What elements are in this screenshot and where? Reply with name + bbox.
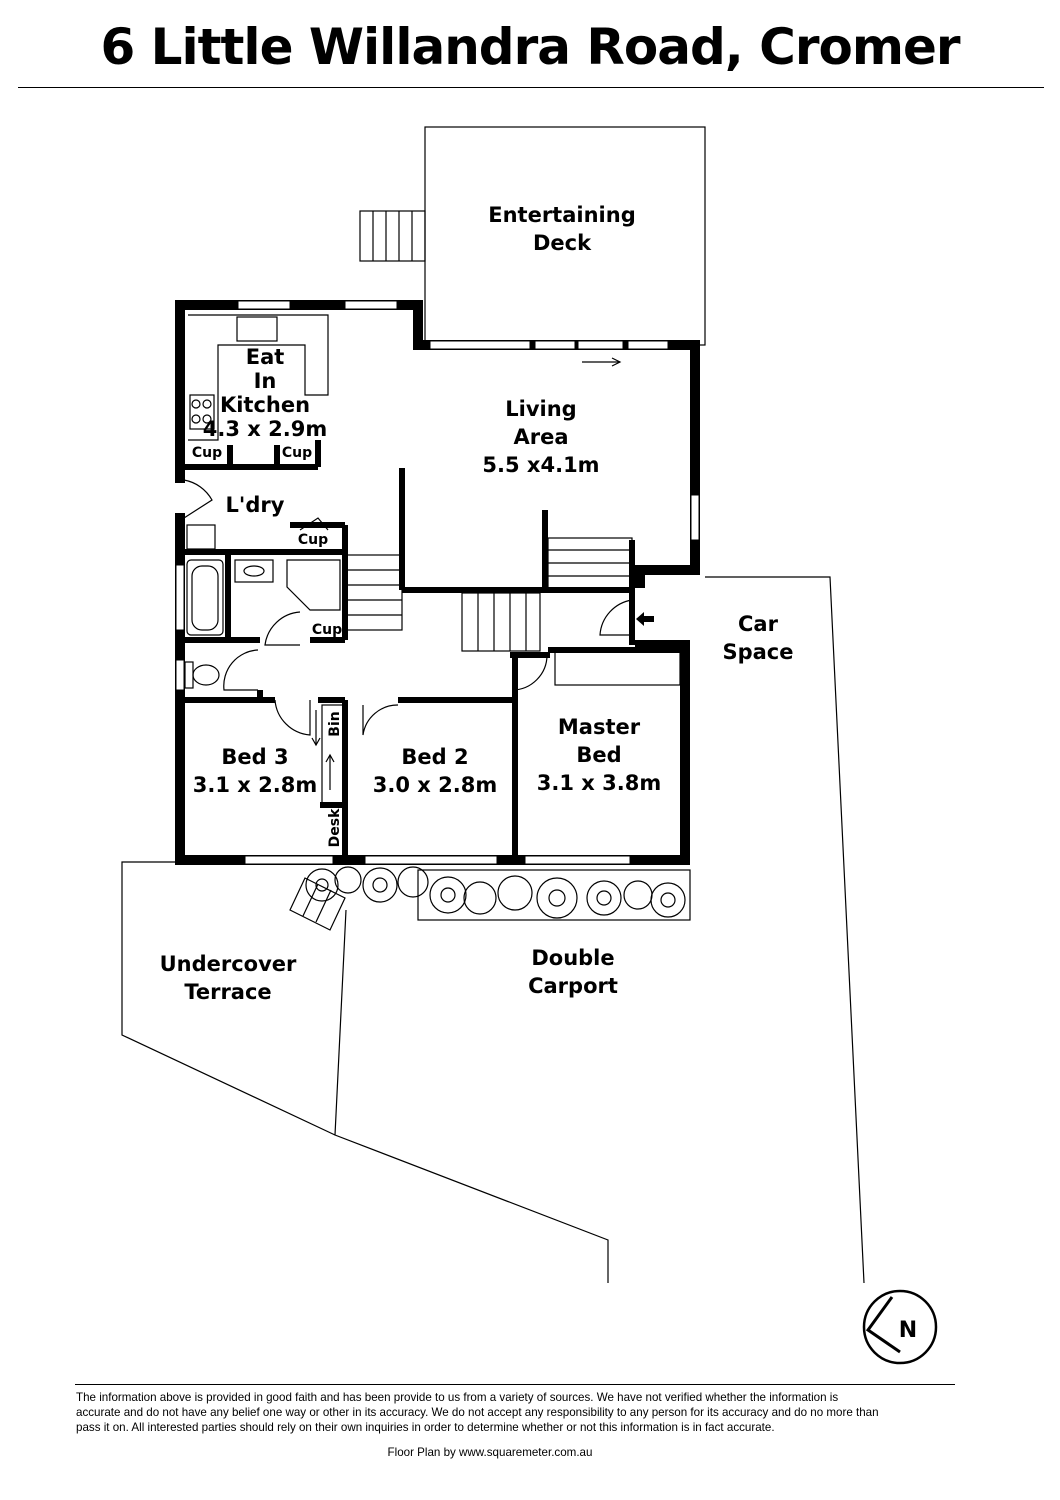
windows [175, 300, 700, 865]
bed3-door [274, 699, 311, 736]
bathroom-door [264, 611, 301, 646]
room-label-entertaining-deck: Entertaining [488, 203, 635, 227]
room-label-undercover-terrace: Terrace [184, 980, 271, 1004]
room-dimensions-bed2: 3.0 x 2.8m [373, 773, 497, 797]
room-dimensions-kitchen: 4.3 x 2.9m [203, 417, 327, 441]
bath-icon [186, 559, 224, 636]
bin-label: Bin [327, 711, 343, 736]
disclaimer: The information above is provided in goo… [76, 1390, 976, 1435]
cooktop-icon [189, 394, 215, 430]
shower-icon [286, 559, 341, 611]
entry-door [599, 599, 633, 636]
shrub-icon [497, 875, 533, 911]
room-label-bed3: Bed 3 [221, 745, 288, 769]
cupboard-label: Cup [298, 532, 328, 548]
room-label-laundry: L'dry [226, 493, 285, 517]
room-label-kitchen: In [254, 369, 277, 393]
north-compass: N [862, 1289, 938, 1365]
laundry-tub-icon [186, 524, 216, 550]
master-door [511, 654, 548, 691]
bin-cabinet [321, 704, 345, 804]
shrub-icon [334, 866, 362, 894]
shrub-icon [362, 867, 398, 903]
carport-boundary [334, 909, 609, 1283]
shrub-icon [586, 880, 622, 916]
room-label-bed2: Bed 2 [401, 745, 468, 769]
desk-label: Desk [327, 808, 343, 847]
disclaimer-line: accurate and do not have any belief one … [76, 1406, 879, 1419]
cupboard-label: Cup [312, 622, 342, 638]
kitchen-fixtures [183, 314, 681, 804]
shrub-icon [305, 868, 339, 902]
shrub-icon [650, 882, 686, 918]
room-label-living: Living [505, 397, 576, 421]
shrub-icon [623, 880, 653, 910]
stairs-centre [461, 592, 541, 652]
title-divider [18, 87, 1044, 88]
disclaimer-line: The information above is provided in goo… [76, 1391, 839, 1404]
sink-icon [236, 316, 278, 342]
master-wardrobe [554, 651, 681, 686]
room-label-entertaining-deck: Deck [533, 231, 592, 255]
room-label-master-bed: Master [558, 715, 641, 739]
basin-icon [234, 559, 274, 583]
entry-arrow-icon [636, 612, 654, 626]
toilet-cistern-icon [184, 661, 194, 689]
room-dimensions-living: 5.5 x4.1m [482, 453, 599, 477]
room-label-double-carport: Carport [528, 974, 618, 998]
cupboard-door [299, 517, 329, 531]
shrub-icon [536, 877, 578, 919]
disclaimer-line: pass it on. All interested parties shoul… [76, 1421, 775, 1434]
footer-divider [75, 1384, 955, 1385]
planter-box [417, 869, 691, 921]
room-label-kitchen: Kitchen [220, 393, 310, 417]
planter-shrubs [305, 866, 686, 919]
stairs-left [345, 554, 403, 631]
room-label-double-carport: Double [531, 946, 614, 970]
shrub-icon [429, 876, 467, 914]
room-label-master-bed: Bed [576, 743, 621, 767]
room-label-living: Area [513, 425, 568, 449]
room-label-kitchen: Eat [246, 345, 285, 369]
shrub-icon [463, 881, 497, 915]
car-space-boundary [705, 576, 865, 1284]
toilet-door [223, 649, 259, 691]
room-label-car-space: Space [722, 640, 793, 664]
room-label-car-space: Car [738, 612, 779, 636]
terrace-boundary [121, 861, 336, 1136]
room-dimensions-master-bed: 3.1 x 3.8m [537, 771, 661, 795]
shrub-icon [397, 866, 429, 898]
internal-walls [180, 440, 685, 860]
cupboard-label: Cup [192, 445, 222, 461]
terrace-steps [289, 877, 346, 931]
bed2-door [362, 704, 399, 736]
page-title: 6 Little Willandra Road, Cromer [100, 18, 960, 76]
compass-north-label: N [899, 1318, 917, 1343]
cupboard-label: Cup [282, 445, 312, 461]
toilet-icon [192, 664, 220, 686]
room-label-undercover-terrace: Undercover [160, 952, 297, 976]
laundry-door [183, 479, 213, 519]
deck-steps [359, 210, 426, 262]
room-dimensions-bed3: 3.1 x 2.8m [193, 773, 317, 797]
floor-plan-credit: Floor Plan by www.squaremeter.com.au [387, 1446, 593, 1459]
